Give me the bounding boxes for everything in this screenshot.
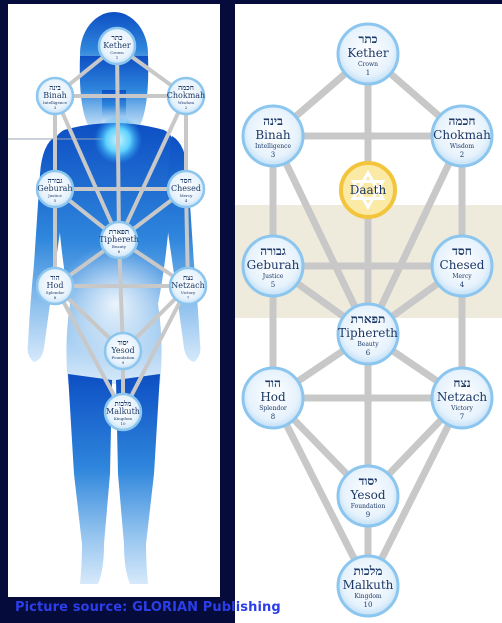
sephirah-number: 2 xyxy=(460,151,464,159)
sephirah-number: 9 xyxy=(366,511,370,519)
sephirah-number: 8 xyxy=(271,413,275,421)
sephirah-hebrew: חסד xyxy=(452,244,472,258)
sephirah-meaning: Justice xyxy=(262,273,284,280)
sephirah-hebrew: בינה xyxy=(263,114,283,128)
sephirah-hebrew: הוד xyxy=(265,376,281,390)
sephirah-number: 10 xyxy=(364,601,373,609)
sephirah-number: 7 xyxy=(187,295,190,300)
credit-label: Picture source: xyxy=(15,600,127,615)
sephirah-name: Tiphereth xyxy=(338,326,398,340)
sephirah-name: Chokmah xyxy=(167,91,205,100)
sephirah-number: 3 xyxy=(271,151,275,159)
sephirah-number: 6 xyxy=(118,249,121,254)
sephirah-number: 8 xyxy=(54,295,57,300)
sephirah-hebrew: גבורה xyxy=(260,244,286,258)
sephirah-name: Binah xyxy=(255,128,291,142)
sephirah-name: Yesod xyxy=(110,346,134,355)
sephirah-number: 4 xyxy=(185,198,188,203)
sephirah-meaning: Splendor xyxy=(259,405,287,412)
sephirah-hebrew: כתר xyxy=(358,32,377,46)
sephirah-malkuth: מלכותMalkuthKingdom10 xyxy=(338,556,398,616)
sephirah-name: Netzach xyxy=(171,281,205,290)
sephirah-name: Geburah xyxy=(247,258,300,272)
sephirah-number: 6 xyxy=(366,349,371,357)
sephirah-number: 1 xyxy=(116,55,119,60)
picture-source-credit: Picture source: GLORIAN Publishing xyxy=(15,600,281,615)
sephirah-number: 5 xyxy=(271,281,275,289)
sephirah-number: 7 xyxy=(460,413,464,421)
sephirah-name: Kether xyxy=(347,46,388,60)
sephirah-hebrew: תפארת xyxy=(351,312,386,326)
sephirah-meaning: Mercy xyxy=(452,273,472,280)
sephirah-name: Malkuth xyxy=(343,578,394,592)
sephirah-name: Tiphereth xyxy=(99,235,139,244)
sephirah-binah: בינהBinahIntelligence3 xyxy=(243,106,303,166)
sephirah-meaning: Kingdom xyxy=(354,593,382,600)
sephirah-meaning: Foundation xyxy=(351,503,386,510)
sephirah-hod: הודHodSplendor8 xyxy=(243,368,303,428)
sephirah-name: Malkuth xyxy=(106,407,140,416)
sephirah-number: 3 xyxy=(54,105,57,110)
sephirah-hod: הודHodSplendor8 xyxy=(37,268,73,304)
sephirah-number: 9 xyxy=(122,360,125,365)
sephirah-number: 1 xyxy=(366,69,370,77)
sephirah-number: 5 xyxy=(54,198,57,203)
sephirah-number: 2 xyxy=(185,105,188,110)
sephirah-hebrew: מלכות xyxy=(354,564,383,578)
sephirah-meaning: Intelligence xyxy=(255,143,292,150)
daath-label: Daath xyxy=(350,183,387,197)
sephirah-number: 4 xyxy=(460,281,465,289)
sephirah-number: 10 xyxy=(120,421,126,426)
sephirah-meaning: Victory xyxy=(450,405,473,412)
sephirah-meaning: Wisdom xyxy=(450,143,475,150)
sephirah-geburah: גבורהGeburahJustice5 xyxy=(243,236,303,296)
sephirah-hebrew: חכמה xyxy=(449,114,476,128)
human-figure-tree-of-life: כתרKetherCrown1 חכמהChokmahWisdom2 בינהBin… xyxy=(8,4,220,597)
sephirah-hebrew: נצח xyxy=(453,376,470,390)
sephirah-hebrew: יסוד xyxy=(359,474,378,488)
sephirah-name: Kether xyxy=(103,41,131,50)
sephirah-name: Chesed xyxy=(171,184,201,193)
path-kether-tiphereth xyxy=(117,46,119,240)
sephirah-name: Yesod xyxy=(349,488,385,502)
sephirah-name: Binah xyxy=(43,91,67,100)
sephirah-meaning: Crown xyxy=(358,61,378,68)
sephirah-name: Hod xyxy=(47,281,64,290)
sephirah-name: Chesed xyxy=(440,258,485,272)
sephirah-name: Geburah xyxy=(37,184,72,193)
credit-source: GLORIAN Publishing xyxy=(132,600,281,615)
sephirah-name: Netzach xyxy=(437,390,488,404)
sephirah-name: Hod xyxy=(260,390,286,404)
sephirah-tiphereth: תפארתTipherethBeauty6 xyxy=(338,304,398,364)
sephirah-name: Chokmah xyxy=(433,128,491,142)
daath-node: Daath xyxy=(341,163,395,217)
sephirah-meaning: Beauty xyxy=(357,341,379,348)
